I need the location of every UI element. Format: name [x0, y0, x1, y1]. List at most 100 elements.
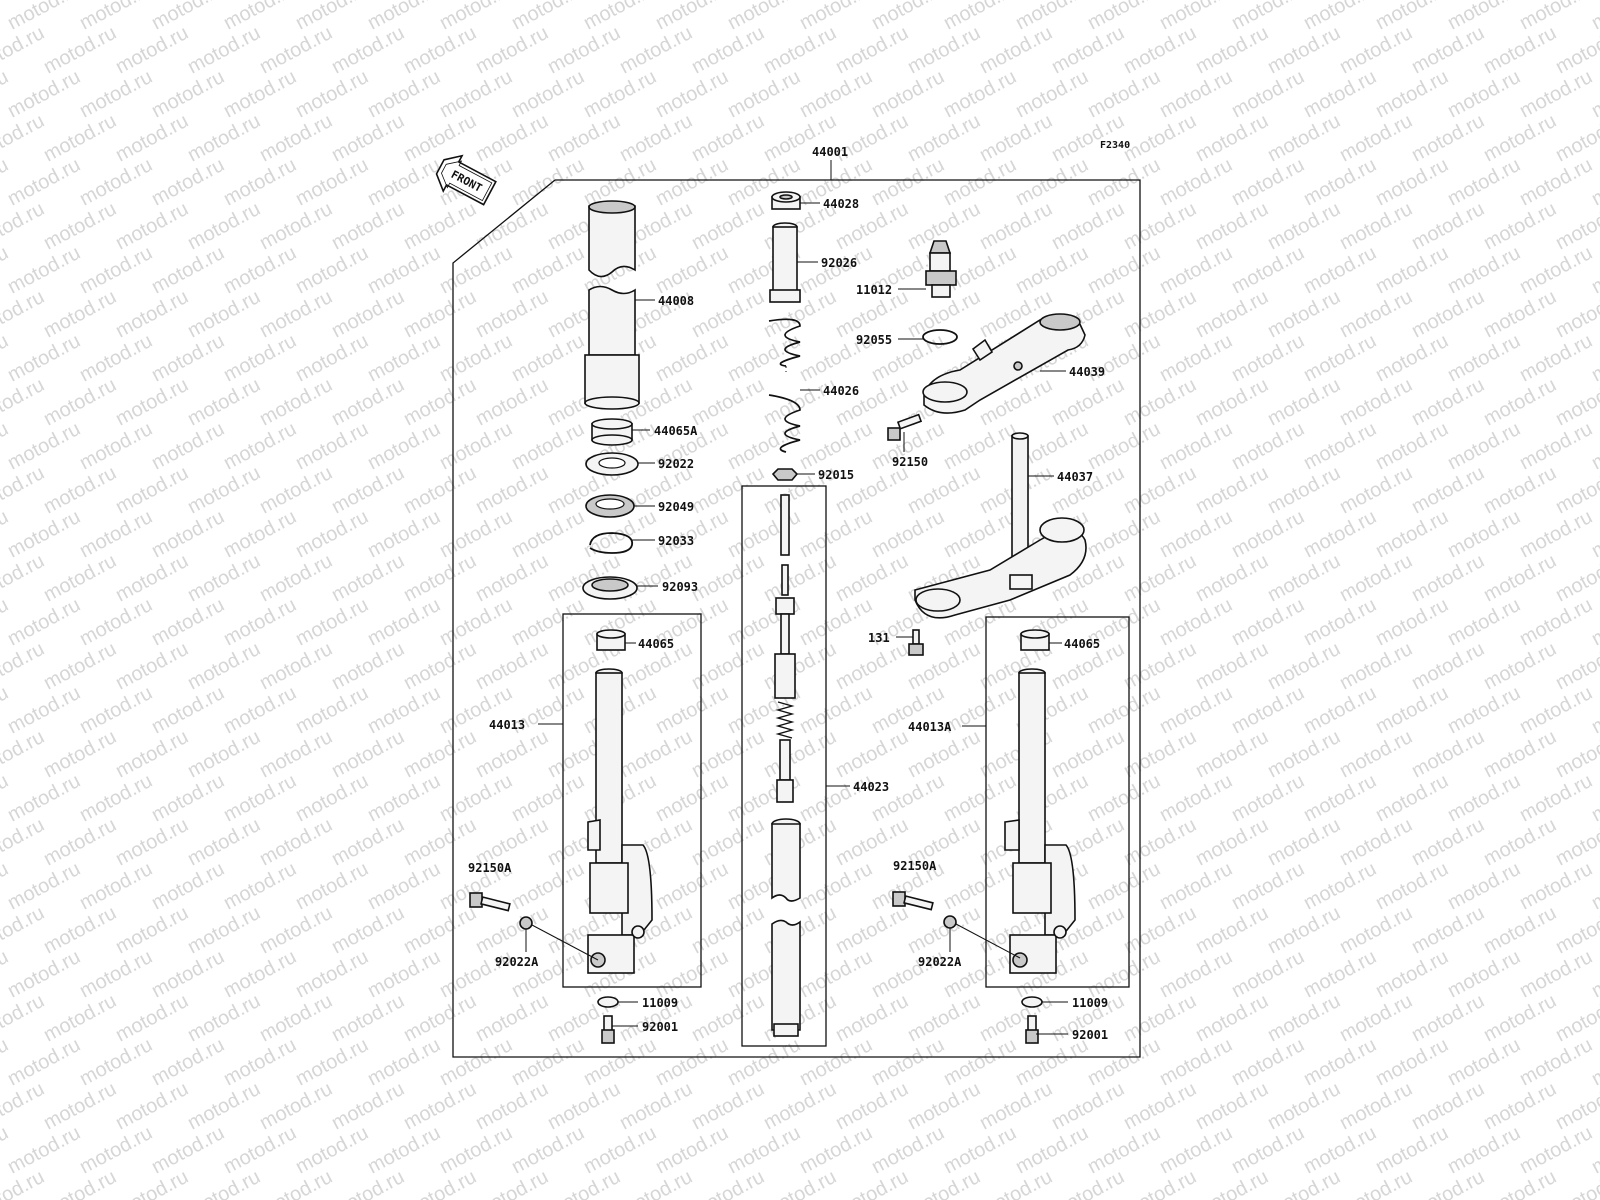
- watermark-text: motod.ru: [1264, 110, 1344, 166]
- watermark-text: motod.ru: [1156, 1122, 1236, 1178]
- watermark-text: motod.ru: [1336, 902, 1416, 958]
- watermark-text: motod.ru: [544, 110, 624, 166]
- watermark-text: motod.ru: [76, 858, 156, 914]
- watermark-text: motod.ru: [1516, 1034, 1596, 1090]
- watermark-text: motod.ru: [364, 154, 444, 210]
- watermark-text: motod.ru: [1084, 0, 1164, 34]
- watermark-text: motod.ru: [148, 506, 228, 562]
- damper-assembly-44023: [771, 494, 801, 1037]
- watermark-text: motod.ru: [256, 22, 336, 78]
- part-labels: 44001 44008 44065A 92022 92049 92033 920…: [468, 145, 1108, 1042]
- watermark-text: motod.ru: [184, 814, 264, 870]
- watermark-text: motod.ru: [292, 770, 372, 826]
- watermark-text: motod.ru: [472, 1078, 552, 1134]
- collar-44028: [771, 191, 801, 210]
- watermark-text: motod.ru: [76, 770, 156, 826]
- watermark-text: motod.ru: [1084, 418, 1164, 474]
- watermark-text: motod.ru: [472, 638, 552, 694]
- watermark-text: motod.ru: [1084, 154, 1164, 210]
- watermark-text: motod.ru: [1120, 638, 1200, 694]
- watermark-text: motod.ru: [688, 638, 768, 694]
- watermark-text: motod.ru: [256, 990, 336, 1046]
- watermark-text: motod.ru: [904, 110, 984, 166]
- watermark-text: motod.ru: [76, 946, 156, 1002]
- watermark-text: motod.ru: [256, 726, 336, 782]
- watermark-text: motod.ru: [40, 110, 120, 166]
- watermark-text: motod.ru: [292, 1034, 372, 1090]
- watermark-text: motod.ru: [1480, 374, 1560, 430]
- watermark-text: motod.ru: [1516, 506, 1596, 562]
- watermark-text: motod.ru: [616, 726, 696, 782]
- watermark-text: motod.ru: [256, 814, 336, 870]
- watermark-text: motod.ru: [40, 286, 120, 342]
- stem-lower-bracket-44037: [914, 432, 1087, 619]
- watermark-text: motod.ru: [1444, 1034, 1524, 1090]
- watermark-text: motod.ru: [220, 946, 300, 1002]
- watermark-text: motod.ru: [472, 462, 552, 518]
- watermark-text: motod.ru: [1444, 506, 1524, 562]
- watermark-text: motod.ru: [652, 330, 732, 386]
- watermark-text: motod.ru: [220, 506, 300, 562]
- watermark-text: motod.ru: [1480, 990, 1560, 1046]
- watermark-text: motod.ru: [112, 110, 192, 166]
- watermark-text: motod.ru: [1048, 726, 1128, 782]
- watermark-text: motod.ru: [1192, 462, 1272, 518]
- watermark-text: motod.ru: [1264, 726, 1344, 782]
- watermark-text: motod.ru: [760, 638, 840, 694]
- watermark-text: motod.ru: [1336, 814, 1416, 870]
- watermark-text: motod.ru: [760, 550, 840, 606]
- watermark-text: motod.ru: [328, 990, 408, 1046]
- watermark-text: motod.ru: [256, 1166, 336, 1200]
- watermark-text: motod.ru: [760, 726, 840, 782]
- watermark-text: motod.ru: [1012, 242, 1092, 298]
- watermark-text: motod.ru: [148, 330, 228, 386]
- watermark-text: motod.ru: [1048, 374, 1128, 430]
- label-92001-right: 92001: [1072, 1028, 1108, 1042]
- watermark-text: motod.ru: [1516, 330, 1596, 386]
- watermark-text: motod.ru: [292, 946, 372, 1002]
- watermark-text: motod.ru: [1084, 1122, 1164, 1178]
- watermark-text: motod.ru: [508, 858, 588, 914]
- watermark-text: motod.ru: [256, 1078, 336, 1134]
- watermark-text: motod.ru: [616, 110, 696, 166]
- watermark-text: motod.ru: [1120, 22, 1200, 78]
- leader-lines: [525, 202, 1068, 1035]
- watermark-text: motod.ru: [40, 198, 120, 254]
- watermark-text: motod.ru: [724, 1034, 804, 1090]
- watermark-text: motod.ru: [1552, 902, 1600, 958]
- watermark-text: motod.ru: [220, 858, 300, 914]
- watermark-text: motod.ru: [1228, 506, 1308, 562]
- watermark-text: motod.ru: [1372, 858, 1452, 914]
- watermark-text: motod.ru: [940, 1122, 1020, 1178]
- watermark-text: motod.ru: [292, 154, 372, 210]
- watermark-text: motod.ru: [256, 638, 336, 694]
- watermark-text: motod.ru: [1084, 242, 1164, 298]
- upper-bracket-44039: [922, 313, 1086, 414]
- watermark-text: motod.ru: [796, 506, 876, 562]
- watermark-text: motod.ru: [112, 814, 192, 870]
- watermark-text: motod.ru: [76, 594, 156, 650]
- bolt-92001-right: [1025, 1015, 1039, 1044]
- watermark-text: motod.ru: [940, 418, 1020, 474]
- watermark-text: motod.ru: [1084, 770, 1164, 826]
- label-92150A-right: 92150A: [893, 859, 937, 873]
- watermark-text: motod.ru: [364, 506, 444, 562]
- watermark-text: motod.ru: [76, 682, 156, 738]
- watermark-text: motod.ru: [292, 594, 372, 650]
- watermark-text: motod.ru: [1372, 1122, 1452, 1178]
- watermark-text: motod.ru: [364, 242, 444, 298]
- watermark-text: motod.ru: [1444, 946, 1524, 1002]
- watermark-text: motod.ru: [220, 1122, 300, 1178]
- watermark-text: motod.ru: [1300, 946, 1380, 1002]
- watermark-text: motod.ru: [1048, 22, 1128, 78]
- watermark-text: motod.ru: [1552, 198, 1600, 254]
- watermark-text: motod.ru: [1444, 1122, 1524, 1178]
- watermark-text: motod.ru: [400, 726, 480, 782]
- watermark-text: motod.ru: [1336, 550, 1416, 606]
- watermark-text: motod.ru: [580, 1122, 660, 1178]
- watermark-text: motod.ru: [292, 66, 372, 122]
- watermark-text: motod.ru: [688, 550, 768, 606]
- label-44037: 44037: [1057, 470, 1093, 484]
- dust-seal-92093: [582, 576, 638, 600]
- watermark-text: motod.ru: [940, 154, 1020, 210]
